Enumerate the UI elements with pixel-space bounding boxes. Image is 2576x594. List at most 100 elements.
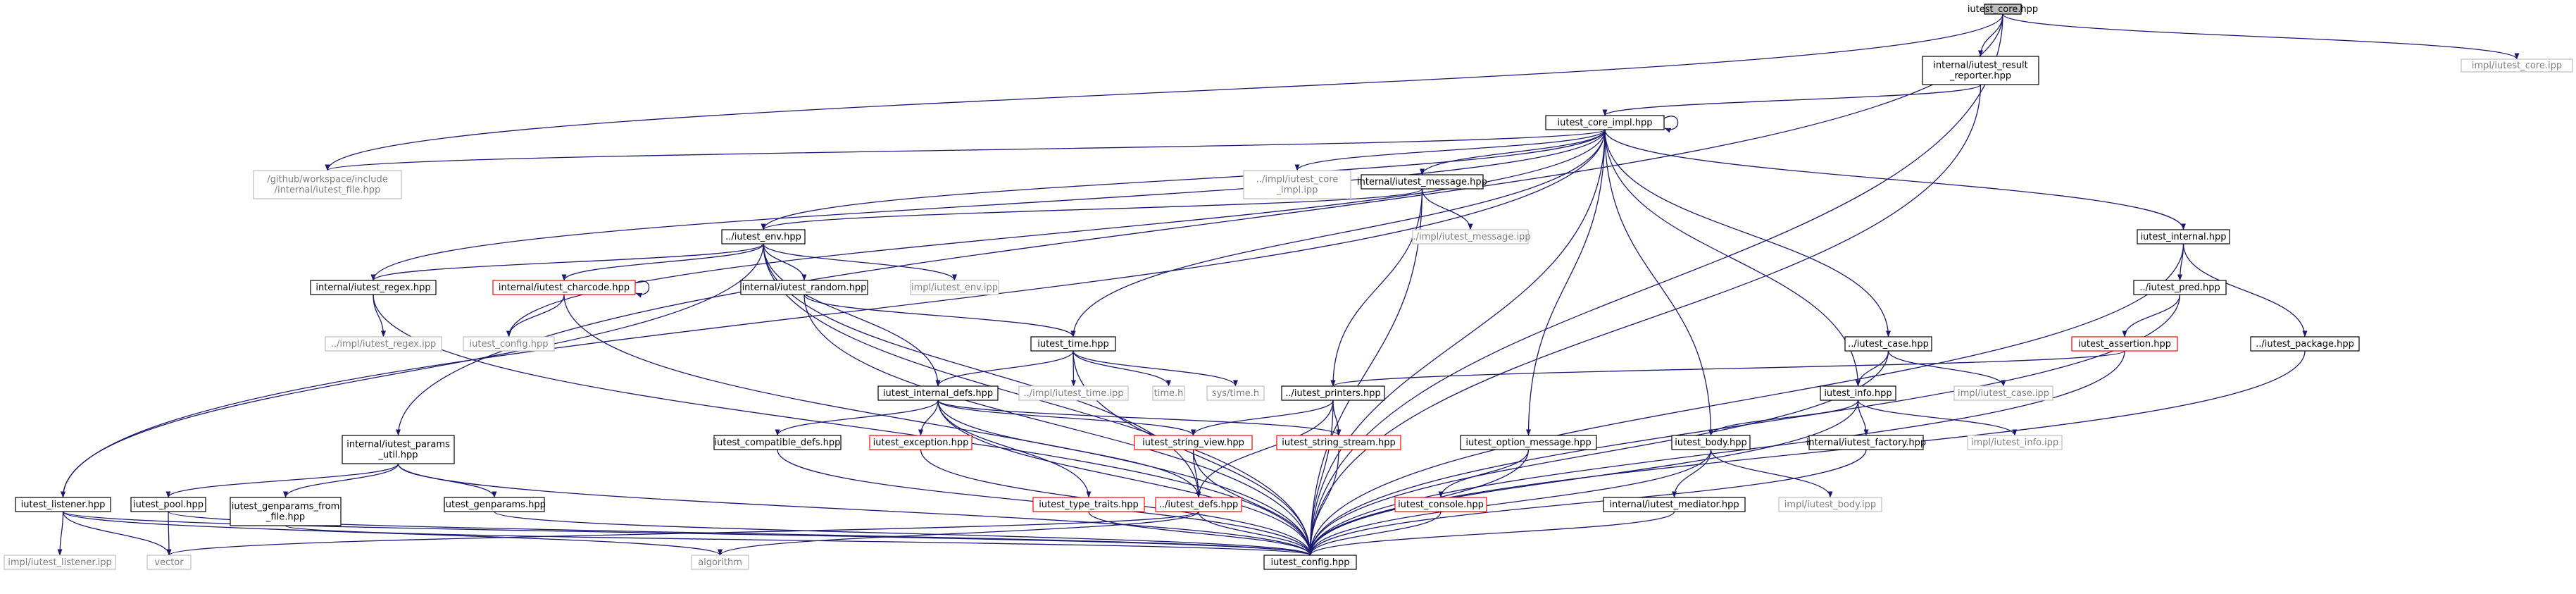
node-label: impl/iutest_info.ipp [1971,438,2058,448]
node-time[interactable]: iutest_time.hpp [1030,336,1116,352]
node-box [1922,56,2039,85]
node-box [740,280,868,295]
node-regex[interactable]: internal/iutest_regex.hpp [310,280,437,295]
node-defs[interactable]: ../iutest_defs.hpp [1155,497,1242,512]
node-box [1953,385,2053,401]
node-box [1206,385,1265,401]
node-config[interactable]: iutest_config.hpp [1263,555,1357,570]
node-result-reporter[interactable]: internal/iutest_result_reporter.hpp [1922,56,2039,85]
node-label: iutest_config.hpp [470,339,549,349]
edge-params_util-to-config [397,463,1313,556]
edge-time-to-internal_defs [935,350,1074,387]
node-case[interactable]: ../iutest_case.hpp [1844,336,1932,352]
edge-internal_defs-to-type_traits [937,400,1092,498]
node-mediator[interactable]: internal/iutest_mediator.hpp [1603,497,1746,512]
node-body[interactable]: iutest_body.hpp [1671,435,1751,450]
edge-listener-to-vector [62,511,172,556]
node-charcode[interactable]: internal/iutest_charcode.hpp [492,280,636,295]
node-box [2133,280,2227,295]
edge-string_stream-to-config [1308,449,1339,556]
node-console[interactable]: iutest_console.hpp [1394,497,1487,512]
node-type-traits[interactable]: iutest_type_traits.hpp [1032,497,1145,512]
node-internal-defs[interactable]: iutest_internal_defs.hpp [877,385,999,401]
edge-printers-to-string_view [1191,400,1334,436]
node-box [1808,435,1924,450]
node-label: iutest_body.hpp [1675,438,1747,448]
edge-internal_defs-to-string_stream [937,400,1342,436]
node-box [1276,435,1401,450]
edge-root-to-core_ipp [2002,13,2520,60]
edge-internal-to-config [1308,243,2184,556]
edge-message-to-message_ipp [1421,188,1473,230]
node-box [1030,336,1116,352]
node-label: ../iutest_package.hpp [2256,339,2354,349]
edge-core_impl-to-body [1604,129,1713,436]
node-string-view[interactable]: iutest_string_view.hpp [1134,435,1253,450]
node-label: iutest_option_message.hpp [1465,438,1591,448]
edge-internal_defs-to-exception [918,400,939,436]
node-box [713,435,842,450]
edge-core_impl-to-config [1308,129,1606,556]
node-random[interactable]: internal/iutest_random.hpp [740,280,868,295]
node-box [2461,58,2573,73]
edge-pool-to-vector [166,511,172,556]
node-genparams[interactable]: iutest_genparams.hpp [443,497,546,512]
node-label: internal/iutest_random.hpp [742,283,867,293]
node-compat[interactable]: iutest_compatible_defs.hpp [713,435,842,450]
node-label: iutest_type_traits.hpp [1039,500,1139,510]
node-box [877,385,999,401]
node-label: iutest_internal_defs.hpp [883,388,993,399]
edge-core_impl-to-time [1070,129,1606,338]
node-pred[interactable]: ../iutest_pred.hpp [2133,280,2227,295]
node-assertion[interactable]: iutest_assertion.hpp [2071,336,2178,352]
edge-assertion-to-config [1308,350,2125,556]
node-algorithm: algorithm [691,555,749,570]
node-box [1967,435,2063,450]
node-box [4,555,116,570]
node-label: ../iutest_case.hpp [1848,339,1929,349]
node-string-stream[interactable]: iutest_string_stream.hpp [1276,435,1401,450]
node-label: /internal/iutest_file.hpp [275,185,381,196]
edge-env-to-charcode [561,243,764,281]
edge-case-to-config [1308,350,1889,556]
node-core-impl-ipp: ../impl/iutest_core_impl.ipp [1243,170,1351,199]
node-root[interactable]: iutest_core.hpp [1968,4,2038,15]
node-internal[interactable]: iutest_internal.hpp [2137,229,2230,245]
edge-env-to-random [763,243,807,281]
node-package[interactable]: ../iutest_package.hpp [2250,336,2360,352]
node-box [1281,385,1385,401]
node-pool[interactable]: iutest_pool.hpp [130,497,206,512]
node-message-ipp: ../impl/iutest_message.ipp [1410,229,1531,245]
node-box [1671,435,1751,450]
edge-params_util-to-genparams_file [283,463,399,498]
edge-console-to-config [1308,511,1442,556]
node-core-impl[interactable]: iutest_core_impl.hpp [1545,115,1665,130]
edge-charcode-to-iutest_config [506,294,565,338]
edge-genparams-to-config [494,511,1313,556]
node-params-util[interactable]: internal/iutest_params_util.hpp [342,435,455,464]
node-genparams-file[interactable]: iutest_genparams_from_file.hpp [230,497,342,526]
node-label: impl/iutest_listener.ipp [8,557,112,568]
node-factory[interactable]: internal/iutest_factory.hpp [1806,435,1926,450]
edge-env-to-listener [61,243,764,498]
node-info[interactable]: iutest_info.hpp [1820,385,1896,401]
node-exception[interactable]: iutest_exception.hpp [869,435,973,450]
node-message[interactable]: internal/iutest_message.hpp [1357,174,1487,190]
node-label: _impl.ipp [1276,185,1318,196]
node-iutest-config: iutest_config.hpp [463,336,555,352]
edge-env-to-internal_defs [763,243,941,387]
node-label: internal/iutest_result [1933,61,2027,71]
node-env-ipp: impl/iutest_env.ipp [910,280,999,295]
node-label: iutest_time.hpp [1037,339,1109,349]
edge-charcode-to-charcode [634,280,650,298]
node-env[interactable]: ../iutest_env.hpp [721,229,806,245]
node-option-message[interactable]: iutest_option_message.hpp [1460,435,1597,450]
node-box [2137,229,2230,245]
node-box [1603,497,1746,512]
node-printers[interactable]: ../iutest_printers.hpp [1281,385,1385,401]
node-box [1460,435,1597,450]
node-listener[interactable]: iutest_listener.hpp [15,497,111,512]
node-box [444,497,545,512]
edge-params_util-to-pool [165,463,399,498]
node-box [1778,497,1882,512]
